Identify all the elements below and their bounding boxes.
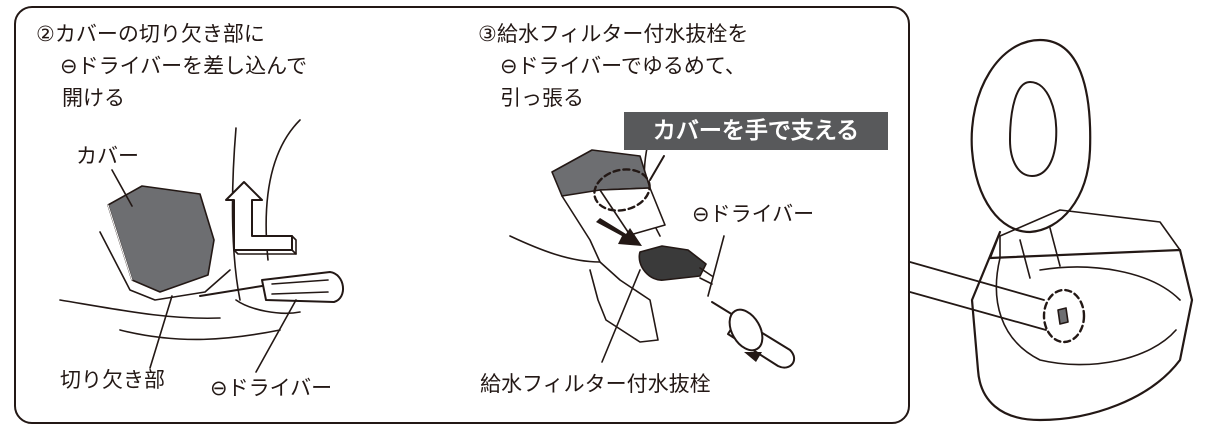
step2-illustration (59, 119, 344, 373)
step2-instruction-line1: ②カバーの切り欠き部に (36, 22, 265, 46)
cover-part (107, 185, 215, 293)
step2-instruction-line3: 開ける (62, 86, 125, 110)
step3-instruction-line3: 引っ張る (500, 86, 584, 110)
toilet-illustration (909, 38, 1194, 422)
step3-instruction-line1: ③給水フィルター付水抜栓を (478, 22, 749, 46)
pull-arrow-icon (596, 218, 642, 246)
label-notch: 切り欠き部 (60, 368, 165, 392)
screwdriver (199, 285, 263, 297)
label-driver-step2: ⊖ドライバー (210, 376, 333, 400)
callout-support-cover: カバーを手で支える (624, 112, 888, 150)
water-plug (638, 245, 707, 281)
instruction-panel (14, 6, 910, 424)
step3-instruction-line2: ⊖ドライバーでゆるめて、 (500, 54, 746, 78)
label-driver-step3: ⊖ドライバー (692, 202, 815, 226)
step3-illustration (509, 119, 796, 369)
up-arrow-icon (225, 181, 293, 251)
label-cover: カバー (76, 144, 139, 168)
step2-instruction-line2: ⊖ドライバーを差し込んで (60, 54, 308, 78)
label-water-plug: 給水フィルター付水抜栓 (480, 372, 711, 396)
